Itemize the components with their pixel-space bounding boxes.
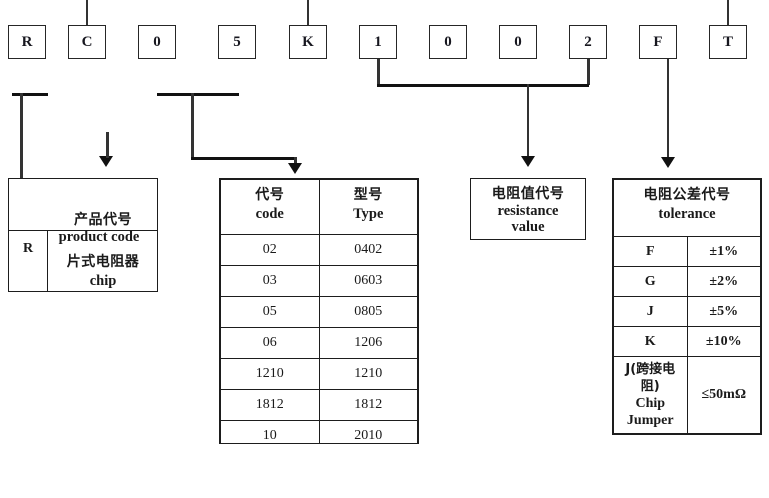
jumper-symbol-line1: J(跨接电 bbox=[625, 362, 676, 377]
arrow-product-code bbox=[99, 156, 113, 167]
size-type-cell: 1206 bbox=[318, 327, 418, 359]
table-row: 03 0603 bbox=[220, 265, 418, 297]
tolerance-header-cn: 电阻公差代号 bbox=[643, 187, 731, 203]
table-header-row: 电阻公差代号 tolerance bbox=[613, 179, 761, 237]
resistance-value-title-en-2: value bbox=[511, 218, 545, 235]
code-box-9: 2 bbox=[569, 25, 607, 59]
connector-tolerance-vert bbox=[667, 59, 669, 159]
tolerance-table: 电阻公差代号 tolerance F ±1% G ±2% J ±5% K ±10… bbox=[612, 178, 762, 435]
table-row: J ±5% bbox=[613, 296, 761, 327]
size-type-cell: 1210 bbox=[318, 358, 418, 390]
size-header-code-cn: 代号 bbox=[255, 187, 285, 203]
table-row-jumper: J(跨接电 阻) Chip Jumper ≤50mΩ bbox=[613, 356, 761, 434]
connector-product-arrow-stem bbox=[106, 132, 109, 158]
size-header-code: 代号 code bbox=[220, 179, 320, 235]
table-row: 05 0805 bbox=[220, 296, 418, 328]
size-code-cell: 03 bbox=[220, 265, 320, 297]
tolerance-jumper-value-cell: ≤50mΩ bbox=[686, 356, 761, 434]
tolerance-symbol-cell: J bbox=[613, 296, 688, 327]
size-header-code-en: code bbox=[255, 206, 284, 222]
size-code-cell: 02 bbox=[220, 234, 320, 266]
size-code-table-grid: 代号 code 型号 Type 02 0402 03 0603 05 0805 bbox=[220, 179, 418, 443]
connector-size-vert bbox=[191, 93, 194, 159]
resistance-value-panel: 电阻值代号 resistance value bbox=[470, 178, 586, 240]
table-row: 06 1206 bbox=[220, 327, 418, 359]
size-type-cell: 0402 bbox=[318, 234, 418, 266]
size-header-type-cn: 型号 bbox=[353, 187, 383, 203]
tolerance-jumper-symbol-cell: J(跨接电 阻) Chip Jumper bbox=[613, 356, 688, 434]
size-code-cell: 06 bbox=[220, 327, 320, 359]
connector-size-top bbox=[157, 93, 239, 96]
code-box-4: 5 bbox=[218, 25, 256, 59]
tolerance-symbol-cell: K bbox=[613, 326, 688, 357]
code-box-2: C bbox=[68, 25, 106, 59]
connector-product-vert bbox=[20, 93, 23, 193]
tolerance-symbol-cell: G bbox=[613, 266, 688, 297]
table-row: 1812 1812 bbox=[220, 389, 418, 421]
product-code-desc-cn: 片式电阻器 bbox=[66, 254, 140, 270]
arrow-resistance-value bbox=[521, 156, 535, 167]
tolerance-value-cell: ±5% bbox=[686, 296, 761, 327]
size-type-cell: 0805 bbox=[318, 296, 418, 328]
table-row: F ±1% bbox=[613, 236, 761, 267]
connector-resval-bracket bbox=[377, 84, 589, 87]
code-box-8: 0 bbox=[499, 25, 537, 59]
jumper-symbol-line3: Chip bbox=[635, 396, 666, 411]
resistance-value-title-en-1: resistance bbox=[497, 203, 559, 220]
arrow-tolerance-table bbox=[661, 157, 675, 168]
table-header-row: 代号 code 型号 Type bbox=[220, 179, 418, 235]
product-code-symbol: R bbox=[22, 241, 34, 256]
table-row: G ±2% bbox=[613, 266, 761, 297]
table-row: 02 0402 bbox=[220, 234, 418, 266]
size-code-cell: 10 bbox=[220, 420, 320, 443]
code-box-1: R bbox=[8, 25, 46, 59]
product-code-header-cell bbox=[9, 179, 157, 231]
code-box-3: 0 bbox=[138, 25, 176, 59]
connector-resval-vert bbox=[527, 84, 529, 158]
tolerance-value-cell: ±10% bbox=[686, 326, 761, 357]
code-box-7: 0 bbox=[429, 25, 467, 59]
table-row: K ±10% bbox=[613, 326, 761, 357]
code-box-11: T bbox=[709, 25, 747, 59]
connector-resval-left-stem bbox=[377, 59, 380, 85]
top-leader-line-t bbox=[727, 0, 729, 25]
connector-size-drop bbox=[294, 157, 297, 165]
top-leader-line-k bbox=[307, 0, 309, 25]
size-header-type: 型号 Type bbox=[318, 179, 418, 235]
top-leader-line-c bbox=[86, 0, 88, 25]
code-box-6: 1 bbox=[359, 25, 397, 59]
size-code-cell: 1812 bbox=[220, 389, 320, 421]
arrow-size-table bbox=[288, 163, 302, 174]
size-code-table: 代号 code 型号 Type 02 0402 03 0603 05 0805 bbox=[219, 178, 419, 444]
connector-size-horz bbox=[191, 157, 296, 160]
product-code-desc-en: chip bbox=[89, 273, 117, 289]
tolerance-header-en: tolerance bbox=[658, 206, 716, 222]
size-type-cell: 0603 bbox=[318, 265, 418, 297]
tolerance-value-cell: ±1% bbox=[686, 236, 761, 267]
tolerance-symbol-cell: F bbox=[613, 236, 688, 267]
product-code-divider bbox=[47, 231, 49, 291]
table-row: 10 2010 bbox=[220, 420, 418, 443]
size-header-type-en: Type bbox=[353, 206, 384, 222]
size-type-cell: 2010 bbox=[318, 420, 418, 443]
product-code-title-cn: 产品代号 bbox=[74, 212, 132, 228]
table-row: 1210 1210 bbox=[220, 358, 418, 390]
connector-product-top bbox=[12, 93, 48, 96]
size-type-cell: 1812 bbox=[318, 389, 418, 421]
resistance-value-title-cn: 电阻值代号 bbox=[491, 186, 565, 203]
product-code-title-en: product code bbox=[58, 229, 140, 245]
size-code-cell: 05 bbox=[220, 296, 320, 328]
tolerance-table-grid: 电阻公差代号 tolerance F ±1% G ±2% J ±5% K ±10… bbox=[613, 179, 761, 434]
code-box-5: K bbox=[289, 25, 327, 59]
jumper-symbol-line2: 阻) bbox=[640, 379, 660, 394]
connector-resval-right-stem bbox=[587, 59, 590, 85]
product-code-panel: 产品代号 product code R 片式电阻器 chip bbox=[8, 178, 158, 292]
tolerance-header: 电阻公差代号 tolerance bbox=[613, 179, 761, 237]
tolerance-value-cell: ±2% bbox=[686, 266, 761, 297]
size-code-cell: 1210 bbox=[220, 358, 320, 390]
jumper-symbol-line4: Jumper bbox=[626, 413, 674, 428]
code-box-10: F bbox=[639, 25, 677, 59]
